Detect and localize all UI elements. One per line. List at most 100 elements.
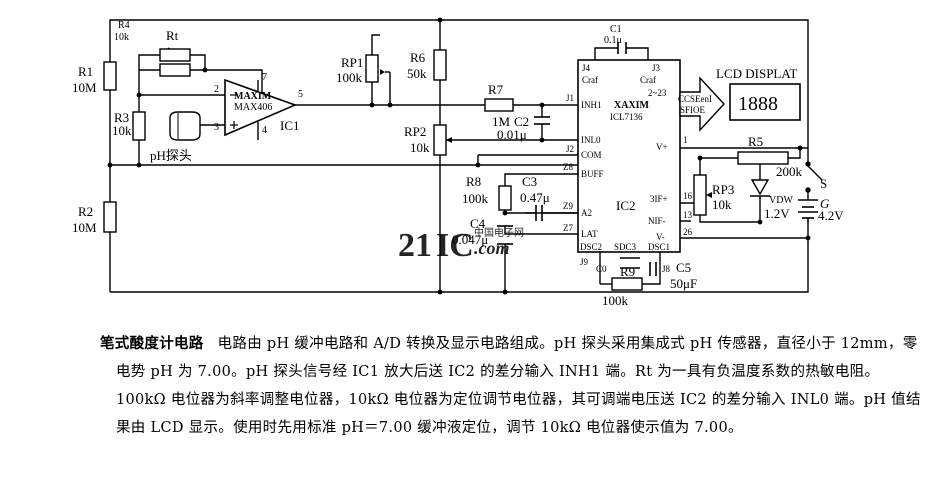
schematic-labels: R1 10M R2 10M R3 10k R4 10k Rt MAXIM MAX… — [72, 20, 844, 308]
battery-value: 4.2V — [818, 208, 844, 223]
rp1-label: RP1 — [341, 55, 363, 70]
r8-label: R8 — [466, 174, 481, 189]
lcd-display — [729, 83, 801, 121]
r7-resistor — [484, 98, 514, 112]
r2-resistor — [103, 201, 117, 233]
caption-paragraph: 笔式酸度计电路电路由 pH 缓冲电路和 A/D 转换及显示电路组成。pH 探头采… — [100, 330, 924, 443]
bus-label-b: SFIOE — [680, 105, 706, 115]
r1-label: R1 — [78, 64, 93, 79]
r9-label: R9 — [620, 264, 635, 279]
pin-26: 26 — [683, 227, 693, 237]
r7-value: 1M — [492, 114, 511, 129]
pin-com: COM — [581, 150, 602, 160]
rp2-label: RP2 — [404, 124, 426, 139]
pin-vplus: V+ — [656, 142, 668, 152]
pin-j8: J8 — [662, 264, 671, 274]
pin-j2: J2 — [566, 144, 574, 154]
r3-value: 10k — [112, 123, 132, 138]
c2-label: C2 — [514, 114, 529, 129]
r5-label: R5 — [748, 134, 763, 149]
pin-z7: Z7 — [563, 223, 573, 233]
ic1-pin2: 2 — [214, 84, 219, 95]
r4-resistor — [159, 48, 191, 62]
rp3-value: 10k — [712, 197, 732, 212]
pin-craf-left: Craf — [582, 75, 598, 85]
c3-value: 0.47μ — [520, 190, 550, 205]
rt-label: Rt — [166, 28, 179, 43]
ic1-pin4: 4 — [262, 125, 267, 136]
rp2-value: 10k — [410, 140, 430, 155]
pin-13: 13 — [683, 210, 693, 220]
vdw-diode — [750, 179, 770, 210]
ic1-pin7: 7 — [262, 72, 267, 83]
caption-title: 笔式酸度计电路 — [100, 335, 204, 352]
r6-resistor — [433, 49, 447, 81]
ic2-chip — [577, 59, 681, 253]
battery-g — [798, 199, 818, 222]
r4-value: 10k — [114, 32, 129, 43]
r8-value: 100k — [462, 191, 489, 206]
pin-c0: C0 — [596, 264, 607, 274]
svg-text:中国电子网: 中国电子网 — [474, 226, 524, 239]
ic2-part: ICL7136 — [610, 112, 643, 122]
ic1-pin5: 5 — [298, 89, 303, 100]
ph-probe-label: pH探头 — [150, 148, 192, 163]
c2-capacitor — [534, 116, 550, 125]
r9-value: 100k — [602, 293, 629, 308]
pin-j4: J4 — [582, 63, 591, 73]
pin-lat: LAT — [581, 229, 598, 239]
pin-sdc3: SDC3 — [614, 242, 637, 252]
pin-dsc2: DSC2 — [580, 242, 602, 252]
rp1-value: 100k — [336, 70, 363, 85]
pin-16: 16 — [683, 191, 693, 201]
pin-dsc1: DSC1 — [648, 242, 670, 252]
r3-label: R3 — [114, 110, 129, 125]
rp2-potentiometer — [433, 124, 452, 156]
ic2-label: IC2 — [616, 198, 636, 213]
ic1-label: IC1 — [280, 118, 300, 133]
c5-label: C5 — [676, 260, 691, 275]
circuit-schematic: 2 1 IC .com 中国电子网 — [72, 17, 844, 308]
c4-value: 0.047μ — [452, 232, 488, 247]
svg-text:.com: .com — [474, 238, 510, 258]
c5-capacitor — [649, 262, 657, 276]
r8-resistor — [498, 185, 512, 211]
caption-body: 电路由 pH 缓冲电路和 A/D 转换及显示电路组成。pH 探头采用集成式 pH… — [116, 336, 921, 436]
r2-value: 10M — [72, 220, 97, 235]
ic1-part: MAX406 — [234, 102, 272, 113]
rt-thermistor — [159, 63, 191, 77]
pin-z8: Z8 — [563, 162, 573, 172]
c2-value: 0.01μ — [497, 127, 527, 142]
rp3-potentiometer — [693, 174, 712, 216]
c1-value: 0.1μ — [604, 35, 622, 46]
pin-3if: 3IF+ — [650, 194, 668, 204]
svg-text:IC: IC — [436, 227, 474, 264]
pin-inl0: INL0 — [581, 135, 601, 145]
r1-value: 10M — [72, 80, 97, 95]
pin-j9: J9 — [580, 257, 589, 267]
pin-2-23: 2~23 — [648, 88, 667, 98]
lcd-title: LCD DISPLAT — [716, 66, 797, 81]
pin-nif: NIF- — [648, 216, 666, 226]
r2-label: R2 — [78, 204, 93, 219]
output-bus-arrow — [679, 76, 725, 132]
ph-probe — [169, 111, 201, 141]
r5-value: 200k — [776, 164, 803, 179]
junction-dots — [107, 17, 811, 295]
switch-s — [805, 161, 823, 193]
pin-z9: Z9 — [563, 201, 573, 211]
rp1-potentiometer — [365, 54, 385, 83]
vdw-value: 1.2V — [764, 206, 790, 221]
ic1-op-amp — [224, 78, 298, 137]
battery-label: G — [820, 196, 830, 211]
c1-label: C1 — [610, 24, 622, 35]
pin-buff: BUFF — [581, 169, 604, 179]
r4-label: R4 — [118, 20, 130, 31]
r7-label: R7 — [488, 82, 504, 97]
pin-vminus: V- — [656, 232, 665, 242]
r9-resistor — [611, 277, 643, 291]
ic1-pin3: 3 — [214, 122, 219, 133]
c4-label: C4 — [470, 216, 486, 231]
pin-1: 1 — [683, 135, 688, 145]
ic1-brand: MAXIM — [234, 91, 272, 102]
